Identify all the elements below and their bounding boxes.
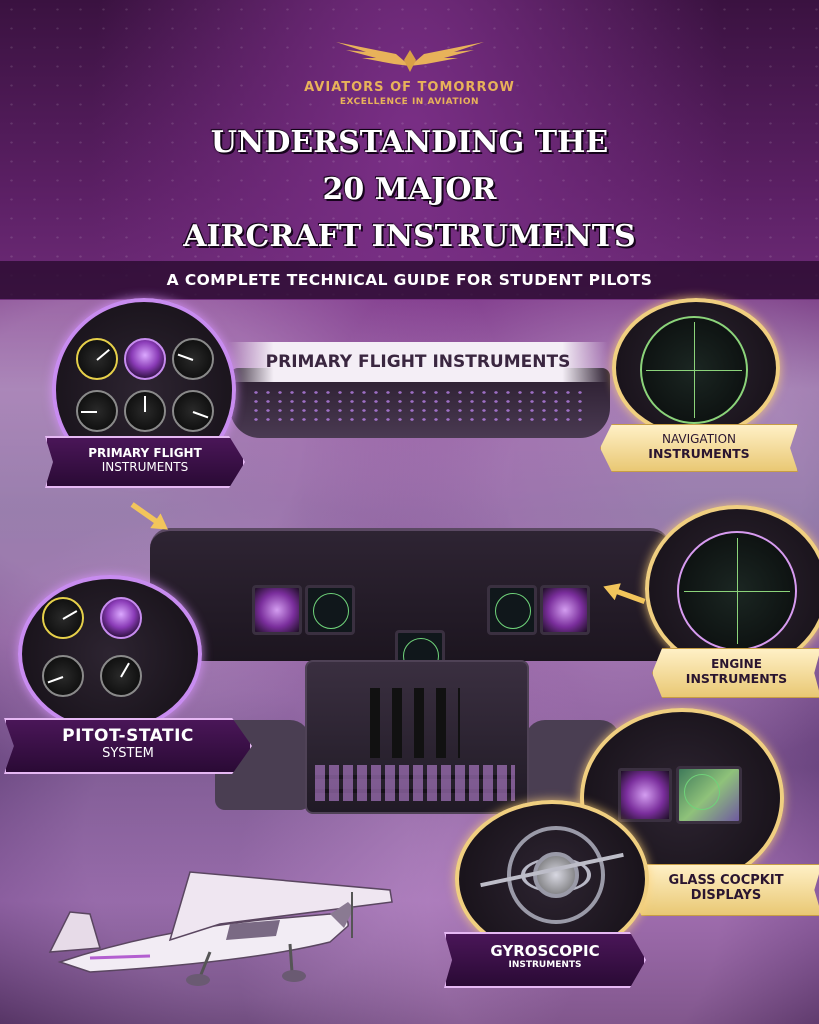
navigation-instruments-circle — [612, 298, 780, 438]
vertical-speed-gauge — [172, 390, 214, 432]
label-engine-instruments: ENGINE INSTRUMENTS — [652, 648, 819, 698]
label-glass-cockpit-displays: GLASS COCPKIT DISPLAYS — [630, 864, 819, 916]
brand-name: AVIATORS OF TOMORROW — [304, 80, 515, 95]
starfield-background — [0, 0, 819, 300]
altimeter-gauge — [42, 655, 84, 697]
label-navigation-instruments: NAVIGATION INSTRUMENTS — [600, 424, 798, 472]
primary-flight-banner: PRIMARY FLIGHT INSTRUMENTS — [228, 342, 608, 382]
airspeed-gauge — [76, 338, 118, 380]
attitude-indicator — [124, 338, 166, 380]
pedestal-buttons — [315, 765, 515, 801]
glass-map-screen — [676, 766, 742, 824]
attitude-indicator — [100, 597, 142, 639]
eagle-wings-icon — [336, 42, 484, 72]
throttle-levers — [370, 688, 460, 758]
page-title-line-3: AIRCRAFT INSTRUMENTS — [183, 219, 636, 254]
heading-indicator-gauge — [124, 390, 166, 432]
nav-display-right — [487, 585, 537, 635]
subtitle-bar: A COMPLETE TECHNICAL GUIDE FOR STUDENT P… — [0, 261, 819, 299]
engine-display-icon — [677, 531, 797, 651]
label-primary-flight-instruments: PRIMARY FLIGHT INSTRUMENTS — [45, 436, 245, 488]
gyroscope-icon — [459, 804, 645, 954]
glass-pfd-screen — [618, 768, 672, 822]
airspeed-gauge — [42, 597, 84, 639]
turn-coordinator-gauge — [76, 390, 118, 432]
page-title-line-1: UNDERSTANDING THE — [210, 125, 609, 160]
page-title-line-2: 20 MAJOR — [322, 172, 497, 207]
label-pitot-static-system: PITOT-STATIC SYSTEM — [4, 718, 252, 774]
pitot-static-circle — [18, 575, 202, 733]
overhead-buttons — [250, 388, 590, 426]
nav-display-left — [305, 585, 355, 635]
cessna-airplane-icon — [48, 871, 393, 986]
pfd-screen-right — [540, 585, 590, 635]
engine-instruments-circle — [645, 505, 819, 673]
brand-tagline: EXCELLENCE IN AVIATION — [339, 97, 480, 107]
pfd-screen-left — [252, 585, 302, 635]
heading-indicator-gauge — [100, 655, 142, 697]
compass-rose-icon — [640, 316, 748, 424]
altimeter-gauge — [172, 338, 214, 380]
label-gyroscopic-instruments: GYROSCOPIC INSTRUMENTS — [444, 932, 646, 988]
